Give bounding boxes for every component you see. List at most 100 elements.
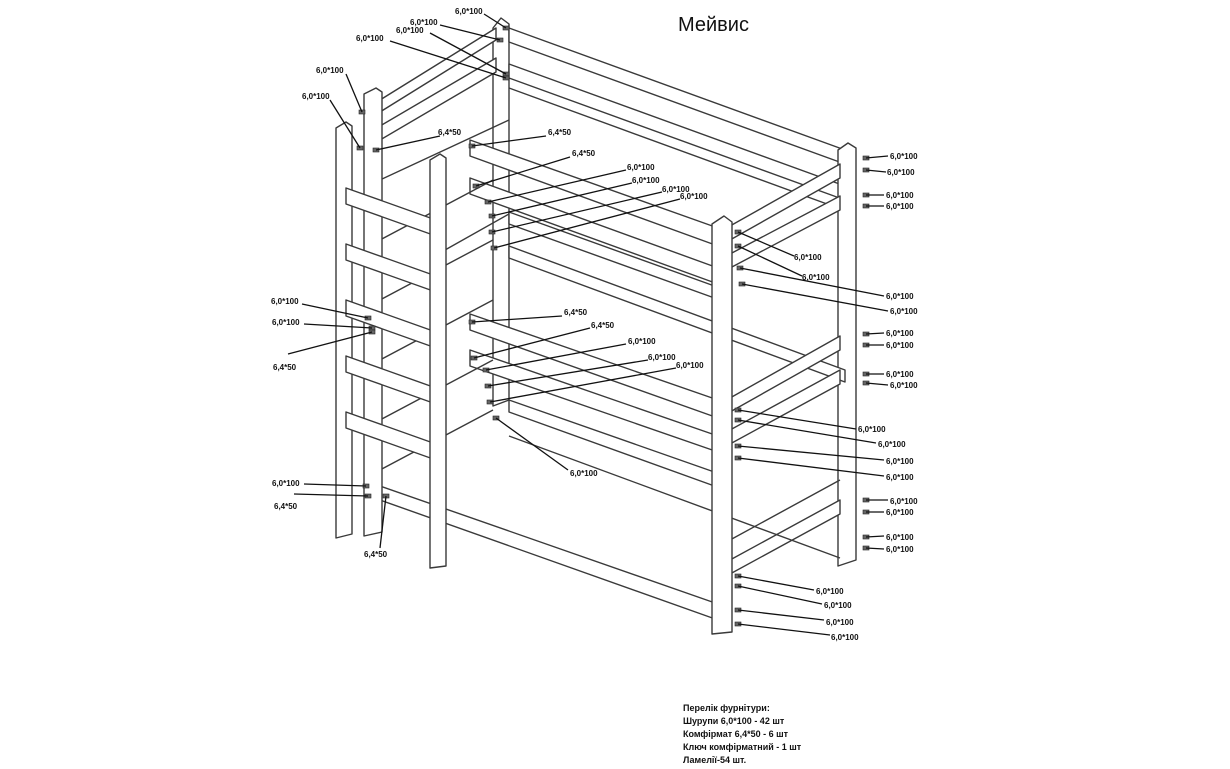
callout-label: 6,0*100 bbox=[887, 168, 915, 177]
callout-label: 6,0*100 bbox=[356, 34, 384, 43]
callout-leader bbox=[293, 493, 369, 497]
callout-label: 6,0*100 bbox=[890, 307, 918, 316]
callout-leader bbox=[429, 32, 507, 75]
ladder-rung-1 bbox=[345, 187, 437, 237]
callout-leader bbox=[865, 535, 885, 538]
ladder-front-rail bbox=[429, 153, 447, 569]
ladder-rung-2 bbox=[345, 243, 437, 293]
callout-label: 6,0*100 bbox=[570, 469, 598, 478]
callout-label: 6,0*100 bbox=[886, 545, 914, 554]
diagram-title: Мейвис bbox=[678, 14, 749, 36]
callout-leader bbox=[737, 609, 825, 621]
front-right-post bbox=[711, 215, 733, 635]
hardware-list: Перелік фурнітури: Шурупи 6,0*100 - 42 ш… bbox=[683, 702, 883, 767]
callout-leader bbox=[865, 155, 889, 159]
callout-leader bbox=[493, 198, 681, 249]
middle-back-long-rail bbox=[508, 245, 846, 383]
callout-leader bbox=[303, 483, 367, 487]
ladder-rung-4 bbox=[345, 355, 437, 405]
callout-leader bbox=[301, 303, 369, 319]
ladder-rung-3 bbox=[345, 299, 437, 349]
callout-label: 6,0*100 bbox=[890, 497, 918, 506]
callout-label: 6,0*100 bbox=[676, 361, 704, 370]
callout-label: 6,0*100 bbox=[794, 253, 822, 262]
callout-label: 6,0*100 bbox=[680, 192, 708, 201]
callout-label: 6,0*100 bbox=[890, 381, 918, 390]
callout-leader bbox=[491, 191, 663, 233]
callout-label: 6,0*100 bbox=[271, 297, 299, 306]
callout-leader bbox=[439, 24, 501, 41]
callout-label: 6,0*100 bbox=[878, 440, 906, 449]
callout-label: 6,0*100 bbox=[410, 18, 438, 27]
callout-label: 6,0*100 bbox=[272, 318, 300, 327]
callout-leader bbox=[471, 135, 547, 147]
callout-leader bbox=[865, 332, 885, 335]
callout-label: 6,0*100 bbox=[632, 176, 660, 185]
callout-label: 6,0*100 bbox=[886, 341, 914, 350]
callout-leader bbox=[495, 417, 569, 471]
callout-label: 6,4*50 bbox=[438, 128, 462, 137]
callout-leader bbox=[303, 323, 373, 329]
callout-leader bbox=[737, 623, 831, 636]
callout-label: 6,4*50 bbox=[548, 128, 572, 137]
callout-leader bbox=[485, 343, 627, 371]
ladder-left-rail bbox=[335, 121, 353, 539]
callout-leader bbox=[475, 156, 571, 187]
callout-leader bbox=[737, 419, 877, 444]
callout-label: 6,0*100 bbox=[886, 202, 914, 211]
callout-leader bbox=[737, 457, 885, 477]
hardware-list-item: Ламелії-54 шт. bbox=[683, 755, 747, 765]
callout-leader bbox=[741, 283, 889, 312]
callout-label: 6,4*50 bbox=[274, 502, 298, 511]
callout-leader bbox=[737, 575, 815, 591]
callout-leader bbox=[739, 267, 885, 297]
callout-label: 6,0*100 bbox=[826, 618, 854, 627]
callout-label: 6,0*100 bbox=[662, 185, 690, 194]
callout-label: 6,0*100 bbox=[886, 533, 914, 542]
callout-label: 6,0*100 bbox=[272, 479, 300, 488]
callout-leader bbox=[487, 169, 627, 203]
callout-leader bbox=[737, 231, 795, 257]
back-right-post bbox=[837, 142, 857, 567]
hardware-list-item: Ключ комфірматний - 1 шт bbox=[683, 742, 802, 752]
callout-leader bbox=[737, 445, 885, 461]
callout-label: 6,0*100 bbox=[831, 633, 859, 642]
callout-leader bbox=[389, 40, 507, 79]
callout-leader bbox=[345, 73, 363, 113]
callout-label: 6,0*100 bbox=[455, 7, 483, 16]
callout-leader bbox=[329, 99, 361, 149]
callout-leader bbox=[865, 382, 889, 386]
callout-label: 6,0*100 bbox=[890, 152, 918, 161]
callout-label: 6,0*100 bbox=[648, 353, 676, 362]
bed-frame-drawing bbox=[335, 17, 857, 635]
callout-label: 6,0*100 bbox=[886, 473, 914, 482]
hardware-list-item: Шурупи 6,0*100 - 42 шт bbox=[683, 716, 785, 726]
callout-label: 6,4*50 bbox=[572, 149, 596, 158]
callout-label: 6,0*100 bbox=[627, 163, 655, 172]
callout-label: 6,4*50 bbox=[564, 308, 588, 317]
ladder-rung-5 bbox=[345, 411, 437, 461]
callout-label: 6,0*100 bbox=[886, 370, 914, 379]
callout-leader bbox=[489, 367, 677, 403]
callout-label: 6,0*100 bbox=[302, 92, 330, 101]
callout-label: 6,4*50 bbox=[273, 363, 297, 372]
back-rail-bottom-edge bbox=[508, 87, 839, 209]
callout-leader bbox=[379, 495, 387, 549]
hardware-list-item: Комфірмат 6,4*50 - 6 шт bbox=[683, 729, 789, 739]
callout-label: 6,4*50 bbox=[591, 321, 615, 330]
callout-label: 6,0*100 bbox=[816, 587, 844, 596]
callout-label: 6,0*100 bbox=[886, 508, 914, 517]
callout-label: 6,0*100 bbox=[886, 457, 914, 466]
callout-label: 6,0*100 bbox=[802, 273, 830, 282]
callout-leader bbox=[737, 245, 803, 277]
callout-leader bbox=[483, 13, 507, 29]
callout-leader bbox=[471, 315, 563, 323]
callout-leader bbox=[375, 135, 441, 151]
bottom-back-rail bbox=[508, 435, 841, 559]
callout-leader bbox=[287, 331, 373, 355]
callout-label: 6,0*100 bbox=[886, 191, 914, 200]
callout-leader bbox=[473, 327, 591, 359]
callout-label: 6,0*100 bbox=[396, 26, 424, 35]
callout-label: 6,0*100 bbox=[886, 292, 914, 301]
